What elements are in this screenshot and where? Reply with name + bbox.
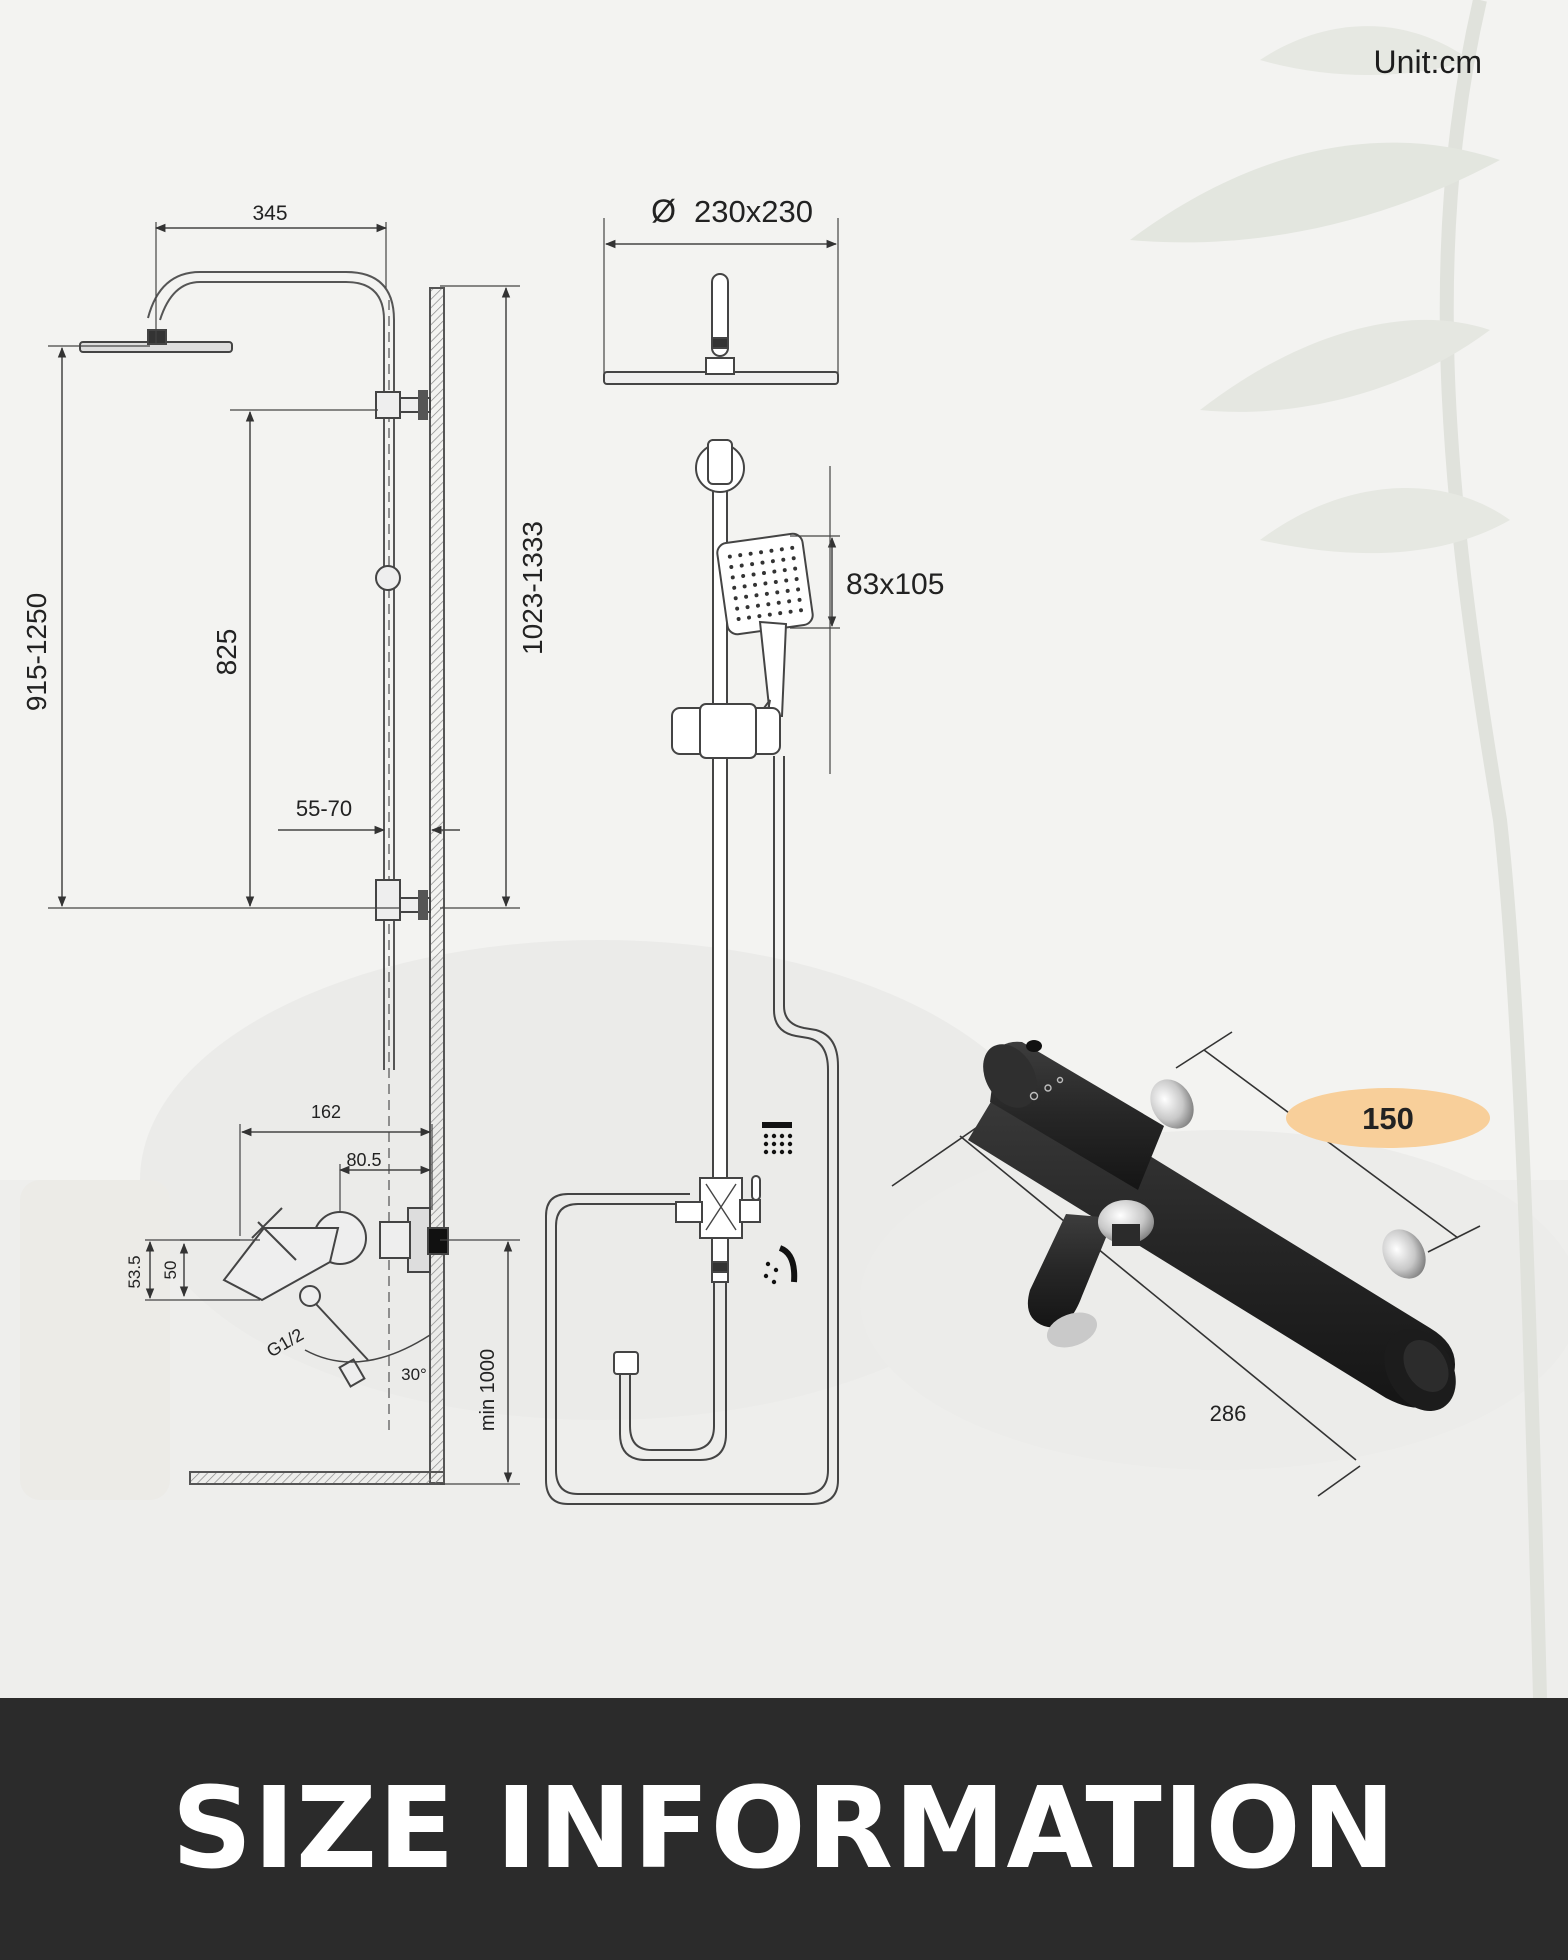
front-view (545, 218, 840, 1505)
nozzle-dot (767, 612, 772, 617)
nozzle-dot (766, 602, 771, 607)
nozzle-dot (732, 585, 737, 590)
nozzle-dot (773, 579, 778, 584)
nozzle-dot (764, 591, 769, 596)
nozzle-dot (750, 562, 755, 567)
nozzle-dot (778, 611, 783, 616)
hand-shower-size: 83x105 (846, 568, 944, 601)
nozzle-dot (747, 615, 752, 620)
nozzle-dot (788, 609, 793, 614)
nozzle-dot (753, 582, 758, 587)
unit-label: Unit:cm (1373, 44, 1482, 80)
dim-mixer-depth: 162 (311, 1102, 341, 1122)
nozzle-dot (735, 606, 740, 611)
nozzle-dot (761, 571, 766, 576)
side-view (48, 222, 520, 1485)
nozzle-dot (763, 581, 768, 586)
hand-shower-face-dots (727, 545, 804, 622)
head-size: 230x230 (694, 194, 813, 229)
front-view-labels: Ø 230x230 83x105 (651, 193, 944, 601)
dim-mixer-offset: 80.5 (346, 1150, 381, 1170)
overhead-shower-mode-icon (762, 1122, 793, 1155)
front-top-arm (711, 273, 729, 357)
dimension-badge (1286, 1088, 1490, 1148)
nozzle-dot (776, 600, 781, 605)
wall (429, 287, 445, 1484)
dim-total-height: 915-1250 (21, 593, 52, 711)
nozzle-dot (796, 587, 801, 592)
head-diameter-symbol: Ø (651, 193, 676, 229)
dim-spout-b: 50 (161, 1261, 180, 1280)
dim-wall-gap: 55-70 (296, 796, 352, 821)
nozzle-dot (769, 548, 774, 553)
slider-ring (375, 565, 401, 591)
nozzle-dot (744, 594, 749, 599)
nozzle-dot (793, 566, 798, 571)
nozzle-dot (754, 593, 759, 598)
nozzle-dot (751, 572, 756, 577)
nozzle-dot (760, 560, 765, 565)
size-information-banner: SIZE INFORMATION (0, 1698, 1568, 1960)
nozzle-dot (787, 599, 792, 604)
wall-bracket-top (375, 391, 401, 419)
nozzle-dot (797, 597, 802, 602)
angle-label: 30° (401, 1365, 427, 1384)
mixer-length: 286 (1210, 1401, 1247, 1426)
nozzle-dot (782, 568, 787, 573)
nozzle-dot (741, 573, 746, 578)
banner-title: SIZE INFORMATION (171, 1764, 1397, 1894)
nozzle-dot (785, 588, 790, 593)
floor (189, 1471, 445, 1485)
nozzle-dot (759, 550, 764, 555)
nozzle-dot (794, 577, 799, 582)
nozzle-dot (738, 553, 743, 558)
hand-shower-mode-icon (763, 1245, 798, 1285)
nozzle-dot (730, 575, 735, 580)
nozzle-dot (745, 605, 750, 610)
badge-value: 150 (1362, 1101, 1414, 1136)
nozzle-dot (799, 608, 804, 613)
hand-shower (716, 532, 814, 722)
nozzle-dot (736, 617, 741, 622)
nozzle-dot (742, 584, 747, 589)
nozzle-dot (729, 565, 734, 570)
nozzle-dot (781, 557, 786, 562)
dim-slide-height: 825 (211, 629, 242, 676)
side-view-labels: 345 915-1250 825 1023-1333 55-70 162 80.… (21, 202, 548, 1431)
nozzle-dot (784, 578, 789, 583)
thread-label: G1/2 (263, 1324, 307, 1361)
nozzle-dot (790, 545, 795, 550)
nozzle-dot (733, 596, 738, 601)
nozzle-dot (775, 590, 780, 595)
nozzle-dot (770, 559, 775, 564)
wall-bracket-bottom (375, 879, 401, 921)
nozzle-dot (739, 563, 744, 568)
technical-drawing: 345 915-1250 825 1023-1333 55-70 162 80.… (21, 193, 1490, 1505)
mixer-photo: 150 286 (968, 1040, 1490, 1426)
nozzle-dot (791, 556, 796, 561)
nozzle-dot (727, 554, 732, 559)
dim-wall-height: 1023-1333 (517, 521, 548, 655)
side-mixer (222, 1207, 449, 1388)
nozzle-dot (748, 551, 753, 556)
dim-spout-a: 53.5 (125, 1255, 144, 1288)
nozzle-dot (757, 614, 762, 619)
nozzle-dot (755, 603, 760, 608)
dim-min-floor: min 1000 (477, 1349, 499, 1431)
nozzle-dot (772, 569, 777, 574)
shower-hose (555, 756, 829, 1495)
nozzle-dot (779, 547, 784, 552)
riser-pipe (159, 281, 385, 1070)
dim-arm-width: 345 (252, 202, 287, 225)
